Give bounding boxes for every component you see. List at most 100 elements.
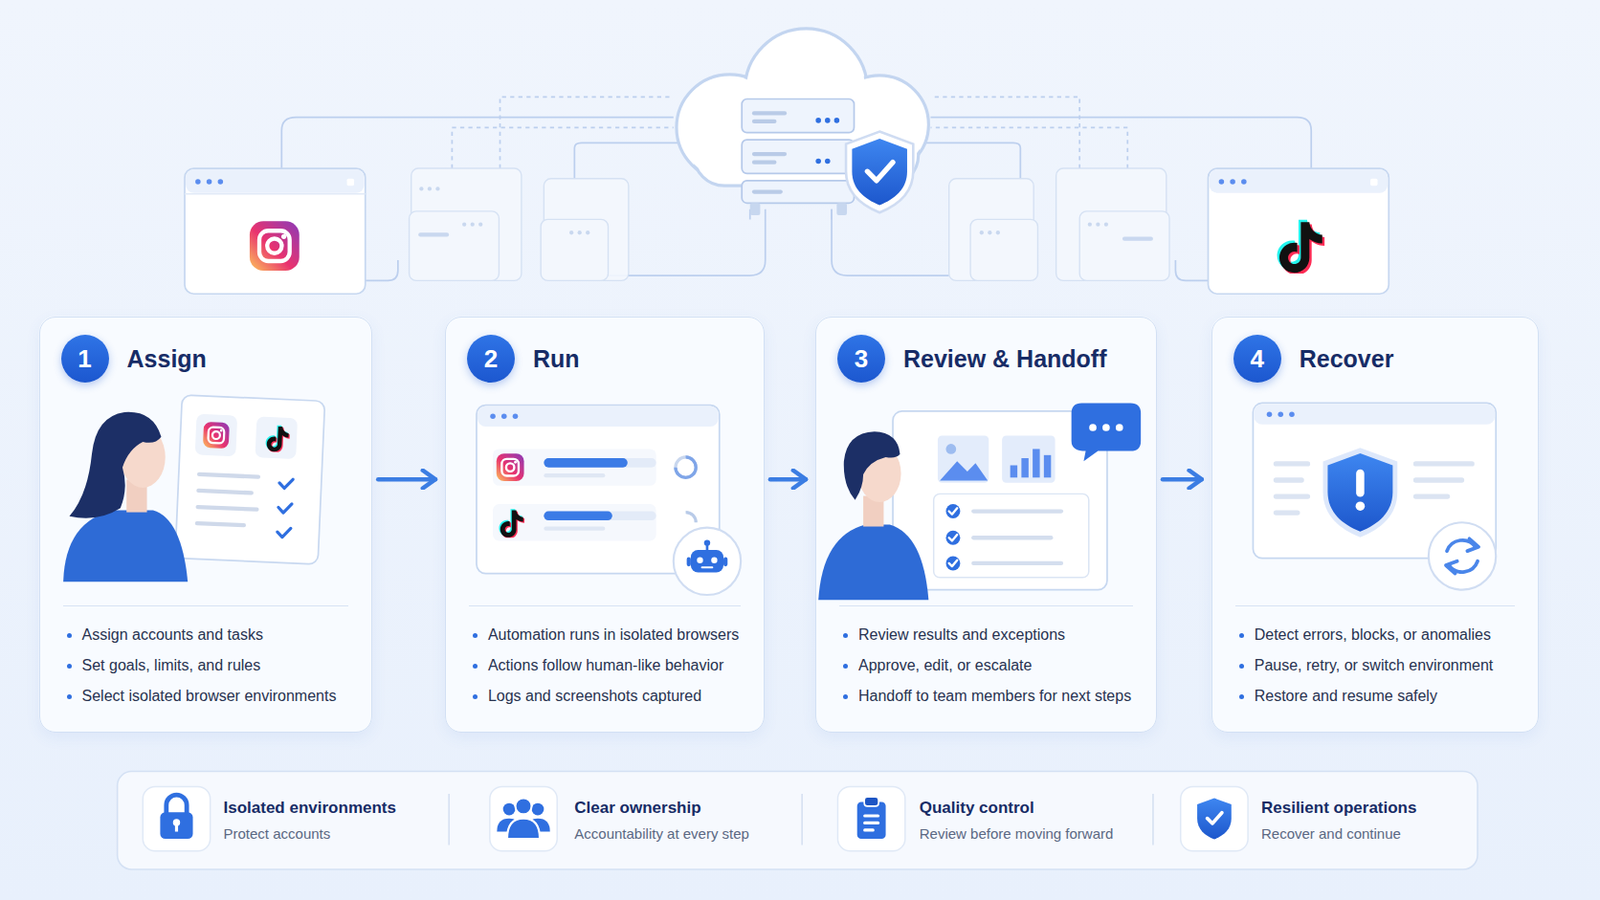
clipboard-icon <box>863 814 880 832</box>
task-panel <box>202 422 230 449</box>
review-panel <box>945 444 956 455</box>
task-panel <box>175 395 326 565</box>
task-panel <box>278 503 292 513</box>
network-wires <box>574 142 694 178</box>
feature-band <box>1180 787 1248 852</box>
feature-band <box>800 794 802 845</box>
alert-window <box>1355 501 1366 512</box>
robot-badge <box>690 550 724 573</box>
man-figure <box>818 431 929 600</box>
refresh-badge <box>1445 561 1458 575</box>
bullet-row: Pause, retry, or switch environment <box>1235 650 1515 682</box>
refresh-badge <box>1466 538 1479 552</box>
window-dots <box>478 222 483 227</box>
shield-check-icon <box>1207 813 1223 824</box>
alert-window <box>1323 447 1399 538</box>
review-panel <box>949 534 958 541</box>
step-title: Recover <box>1299 344 1395 374</box>
task-panel <box>195 521 246 529</box>
server-stack <box>752 189 783 194</box>
feature-subtitle: Recover and continue <box>1261 824 1417 845</box>
task-panel <box>195 414 238 457</box>
task-panel <box>197 472 261 480</box>
run-window <box>498 509 525 539</box>
bullet-dot <box>66 664 72 669</box>
bullet-row: Set goals, limits, and rules <box>63 650 350 682</box>
bullet-dot <box>472 664 478 669</box>
review-panel <box>939 461 988 481</box>
review-panel <box>945 531 960 546</box>
window-dots <box>419 186 423 191</box>
server-stack <box>741 180 854 203</box>
review-panel <box>1001 436 1055 484</box>
task-panel <box>277 528 291 538</box>
window-dots <box>1122 237 1154 242</box>
feature-subtitle: Protect accounts <box>223 824 397 845</box>
step-number-badge: 1 <box>61 334 110 383</box>
background-window <box>409 168 1170 281</box>
card-fill <box>444 316 765 734</box>
server-stack <box>741 139 854 174</box>
review-panel <box>971 535 1053 540</box>
step-number: 1 <box>77 344 91 374</box>
cloud <box>676 28 929 186</box>
window-dots <box>435 186 440 191</box>
robot-badge <box>687 557 691 568</box>
robot-badge <box>711 557 717 564</box>
clipboard-icon <box>864 797 879 807</box>
shield-check-icon <box>1197 798 1232 840</box>
step-title: Run <box>533 344 580 374</box>
window-dots <box>427 186 432 191</box>
instagram-window <box>184 193 366 195</box>
bullet-text: Pause, retry, or switch environment <box>1254 657 1494 674</box>
clipboard-icon <box>863 828 875 832</box>
bullet-text: Approve, edit, or escalate <box>858 657 1032 674</box>
team-icon <box>532 803 545 817</box>
lock-icon <box>159 795 193 840</box>
review-panel <box>945 504 960 519</box>
alert-window <box>1266 411 1273 418</box>
step-number: 4 <box>1249 344 1264 374</box>
step-number-badge: 2 <box>466 334 515 383</box>
step-number-badge: 3 <box>837 334 886 383</box>
server-stack <box>824 158 831 165</box>
window-dots <box>585 230 590 235</box>
chat-bubble <box>1071 402 1142 462</box>
review-panel <box>949 560 958 567</box>
chat-bubble <box>1102 423 1111 432</box>
team-icon <box>496 798 550 840</box>
window-dots <box>577 230 582 235</box>
run-window <box>512 414 519 421</box>
team-icon <box>503 803 516 817</box>
step-card: 4RecoverDetect errors, blocks, or anomal… <box>1211 316 1539 734</box>
tiktok-window <box>1277 220 1326 276</box>
step-title: Review & Handoff <box>903 344 1108 374</box>
cloud <box>676 28 929 186</box>
background-window <box>970 219 1038 281</box>
man-figure <box>844 431 901 500</box>
instagram-window <box>184 168 366 294</box>
bullet-dot <box>1239 633 1245 639</box>
bullet-dot <box>843 664 848 669</box>
feature-subtitle: Accountability at every step <box>574 824 750 845</box>
alert-window <box>1273 493 1311 499</box>
bullet-text: Handoff to team members for next steps <box>858 688 1132 705</box>
review-panel <box>937 436 989 484</box>
bullet-text: Assign accounts and tasks <box>82 626 264 644</box>
review-panel <box>945 555 960 571</box>
network-wires <box>608 209 766 276</box>
flow-arrow <box>1162 477 1202 483</box>
bullet-row: Actions follow human-like behavior <box>468 650 741 682</box>
feature-item: Isolated environmentsProtect accounts <box>223 798 397 845</box>
run-window <box>543 511 612 522</box>
bullet-dot <box>843 633 848 639</box>
task-panel <box>277 479 294 538</box>
review-panel <box>945 504 960 571</box>
feature-item: Clear ownershipAccountability at every s… <box>574 798 750 845</box>
card-fill <box>1211 316 1539 734</box>
feature-title: Isolated environments <box>223 798 397 820</box>
tiktok-window <box>1209 169 1389 194</box>
run-window <box>477 406 719 427</box>
